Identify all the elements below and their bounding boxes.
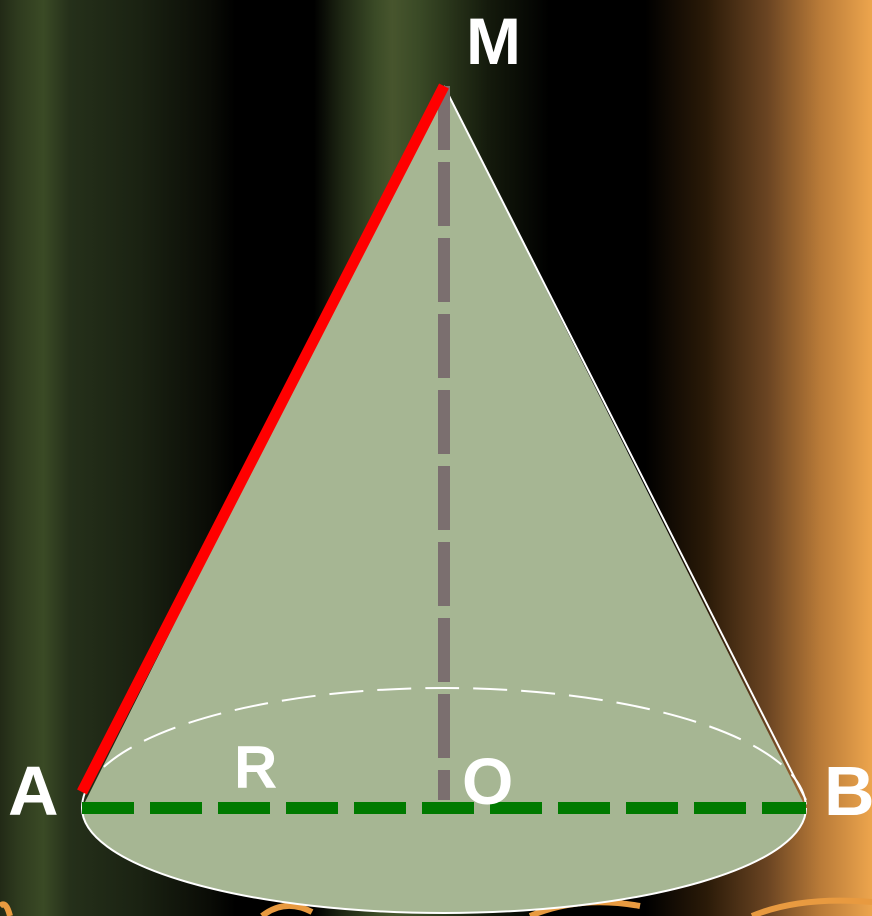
base-front-edge [81, 807, 807, 914]
label-left: A [8, 752, 59, 830]
label-radius: R [234, 734, 277, 801]
slant-highlight [77, 83, 449, 795]
label-right: B [824, 752, 872, 830]
base-back-edge [81, 687, 807, 809]
label-apex: M [466, 4, 521, 78]
slant-right [443, 85, 807, 801]
label-center: O [462, 744, 513, 818]
